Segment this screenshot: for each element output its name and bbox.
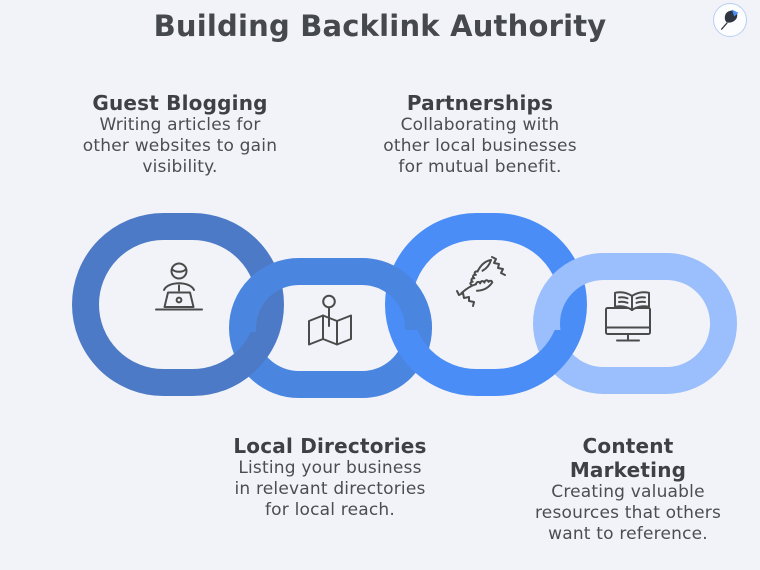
chain-link-guest-blogging — [72, 213, 284, 396]
label-local-directories: Local Directories Listing your business … — [205, 434, 455, 521]
item-title: Guest Blogging — [92, 91, 268, 115]
item-description-line: Collaborating with — [400, 115, 560, 135]
item-title: Marketing — [569, 458, 687, 482]
brand-logo[interactable] — [713, 3, 747, 37]
label-guest-blogging: Guest Blogging Writing articles for othe… — [55, 91, 305, 178]
page-title: Building Backlink Authority — [153, 9, 607, 43]
map-pin-icon — [308, 294, 352, 346]
person-laptop-icon — [155, 262, 203, 311]
item-description-line: other local businesses — [383, 136, 577, 156]
item-description-line: resources that others — [534, 503, 722, 523]
item-description-line: Listing your business — [238, 458, 422, 478]
item-description-line: visibility. — [142, 157, 218, 177]
item-description-line: Writing articles for — [99, 115, 261, 135]
item-description-line: want to reference. — [548, 524, 708, 544]
item-title: Content — [582, 434, 674, 458]
item-description-line: for local reach. — [264, 500, 395, 520]
label-content-marketing: Content Marketing Creating valuable reso… — [518, 434, 738, 545]
item-description-line: Creating valuable — [551, 482, 705, 502]
chain-link-content-marketing — [533, 253, 737, 394]
monitor-book-icon — [605, 291, 651, 342]
item-description-line: other websites to gain — [82, 136, 278, 156]
pushpin-logo-icon — [720, 9, 739, 30]
label-partnerships: Partnerships Collaborating with other lo… — [355, 91, 605, 178]
item-title: Local Directories — [233, 434, 427, 458]
item-description-line: for mutual benefit. — [398, 157, 562, 177]
item-description-line: in relevant directories — [234, 479, 426, 499]
handshake-icon — [456, 256, 506, 307]
item-title: Partnerships — [406, 91, 554, 115]
